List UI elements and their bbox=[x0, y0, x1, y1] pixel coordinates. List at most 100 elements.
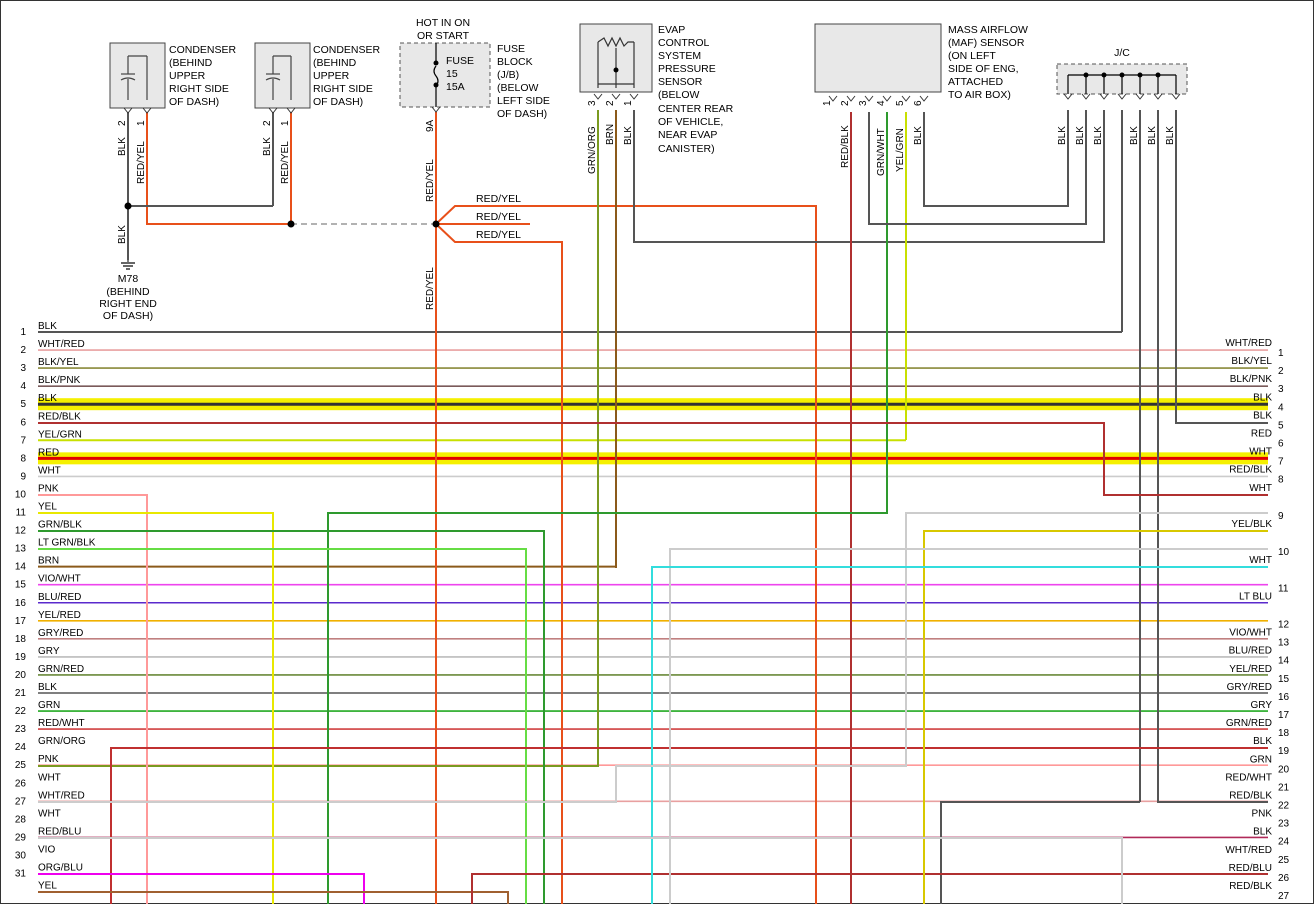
evap-label-2: SYSTEM bbox=[658, 50, 701, 62]
pin-chevrons bbox=[123, 93, 1181, 114]
right-row-number: 15 bbox=[1278, 674, 1290, 685]
evap-label-5: (BELOW bbox=[658, 89, 700, 101]
evap-wire-2: BLK bbox=[623, 126, 634, 145]
condenser-2-label-0: CONDENSER bbox=[313, 44, 381, 56]
pin-chevron bbox=[1135, 93, 1145, 100]
fuse-box bbox=[399, 42, 491, 108]
left-row-label: BRN bbox=[38, 556, 59, 567]
jc-wire-label-1: BLK bbox=[1075, 126, 1086, 145]
maf-blk-wire bbox=[923, 110, 1069, 207]
right-row-label: BLU/RED bbox=[1229, 646, 1272, 657]
wht-bottom bbox=[38, 837, 1123, 904]
left-row-number: 29 bbox=[15, 832, 27, 843]
right-row-label: BLK bbox=[1253, 827, 1272, 838]
right-row-label: BLK/PNK bbox=[1230, 374, 1273, 385]
condenser-1-wire-b: RED/YEL bbox=[136, 141, 147, 184]
evap-label-4: SENSOR bbox=[658, 76, 703, 88]
ground-label-0: M78 bbox=[118, 273, 139, 285]
pin-chevron bbox=[1153, 93, 1163, 100]
fuse-inner-2: 15A bbox=[446, 81, 465, 93]
left-row-number: 14 bbox=[15, 562, 27, 573]
maf-pin-5: 6 bbox=[913, 100, 924, 106]
left-row-label: BLU/RED bbox=[38, 592, 81, 603]
right-row-number: 25 bbox=[1278, 855, 1290, 866]
right-row-number: 19 bbox=[1278, 746, 1290, 757]
condenser1-redyel-wire bbox=[146, 112, 291, 225]
left-row-number: 27 bbox=[15, 796, 27, 807]
maf-pin-4: 5 bbox=[895, 100, 906, 106]
left-row-number: 21 bbox=[15, 688, 27, 699]
jc-wire-5 bbox=[1157, 110, 1268, 803]
left-row-label: GRN/BLK bbox=[38, 520, 82, 531]
maf-label-4: ATTACHED bbox=[948, 76, 1003, 88]
pin-chevron bbox=[919, 95, 929, 102]
condenser-1-label-0: CONDENSER bbox=[169, 44, 237, 56]
right-row-label: WHT bbox=[1249, 447, 1272, 458]
pin-chevron bbox=[123, 107, 133, 114]
right-row-number: 7 bbox=[1278, 457, 1284, 468]
ground-m78: BLK M78 (BEHIND RIGHT END OF DASH) bbox=[99, 225, 157, 322]
condenser-2-label-1: (BEHIND bbox=[313, 57, 357, 69]
right-row-label: BLK/YEL bbox=[1231, 356, 1272, 367]
ground-wire-label: BLK bbox=[117, 225, 128, 244]
pin-chevron bbox=[882, 95, 892, 102]
pin-chevron bbox=[901, 95, 911, 102]
condenser-1: CONDENSER (BEHIND UPPER RIGHT SIDE OF DA… bbox=[109, 42, 237, 184]
condenser-2-pin-b: 1 bbox=[280, 120, 291, 126]
pin-chevron bbox=[1117, 93, 1127, 100]
branch-label-1: RED/YEL bbox=[476, 211, 521, 223]
redblk-right bbox=[38, 422, 1268, 496]
left-row-number: 5 bbox=[20, 399, 26, 410]
condenser-1-pin-a: 2 bbox=[117, 120, 128, 126]
left-row-number: 3 bbox=[20, 363, 26, 374]
left-row-label: WHT/RED bbox=[38, 339, 85, 350]
right-row-number: 1 bbox=[1278, 348, 1284, 359]
right-row-number: 16 bbox=[1278, 692, 1290, 703]
left-row-number: 11 bbox=[16, 508, 27, 519]
right-row-number: 5 bbox=[1278, 420, 1284, 431]
right-row-label: GRN bbox=[1250, 754, 1272, 765]
left-row-number: 28 bbox=[15, 814, 27, 825]
fuse-label-2: (J/B) bbox=[497, 69, 519, 81]
left-row-label: WHT bbox=[38, 465, 61, 476]
right-row-number: 6 bbox=[1278, 439, 1284, 450]
left-row-number: 8 bbox=[20, 453, 26, 464]
evap-label-8: NEAR EVAP bbox=[658, 129, 717, 141]
condenser-1-label-4: OF DASH) bbox=[169, 96, 219, 108]
left-row-label: VIO bbox=[38, 844, 55, 855]
right-row-label: BLK bbox=[1253, 736, 1272, 747]
left-row-number: 22 bbox=[15, 706, 27, 717]
jc-wire-label-4: BLK bbox=[1147, 126, 1158, 145]
right-row-label: RED/WHT bbox=[1225, 772, 1272, 783]
left-row-number: 17 bbox=[15, 616, 27, 627]
vertical-wires bbox=[38, 110, 1268, 904]
pin-chevron bbox=[828, 95, 838, 102]
evap-label-1: CONTROL bbox=[658, 37, 709, 49]
left-row-label: BLK bbox=[38, 321, 57, 332]
left-row-label: WHT bbox=[38, 772, 61, 783]
condenser-1-label-2: UPPER bbox=[169, 70, 206, 82]
evap-pin-0: 3 bbox=[587, 100, 598, 106]
pin-chevron bbox=[431, 106, 441, 113]
maf-pin-0: 1 bbox=[822, 100, 833, 106]
left-row-number: 4 bbox=[20, 381, 26, 392]
grnblk-vertical bbox=[38, 530, 545, 904]
pin-chevron bbox=[268, 107, 278, 114]
pin-chevron bbox=[286, 107, 296, 114]
maf-label-0: MASS AIRFLOW bbox=[948, 24, 1028, 36]
right-row-number: 12 bbox=[1278, 620, 1290, 631]
ground-label-2: RIGHT END bbox=[99, 298, 157, 310]
branch-label-0: RED/YEL bbox=[476, 193, 521, 205]
resistor-icon bbox=[597, 36, 635, 88]
fuse-terminal bbox=[433, 60, 439, 66]
maf-label-5: TO AIR BOX) bbox=[948, 89, 1011, 101]
condenser-1-pin-b: 1 bbox=[136, 120, 147, 126]
left-row-number: 9 bbox=[20, 471, 26, 482]
left-row-number: 18 bbox=[15, 634, 27, 645]
ltgrnblk-vertical bbox=[38, 548, 527, 904]
left-row-number: 1 bbox=[20, 327, 26, 338]
right-row-label: WHT bbox=[1249, 483, 1272, 494]
right-row-number: 3 bbox=[1278, 384, 1284, 395]
right-row-label: BLK bbox=[1253, 392, 1272, 403]
condenser-1-label-3: RIGHT SIDE bbox=[169, 83, 229, 95]
